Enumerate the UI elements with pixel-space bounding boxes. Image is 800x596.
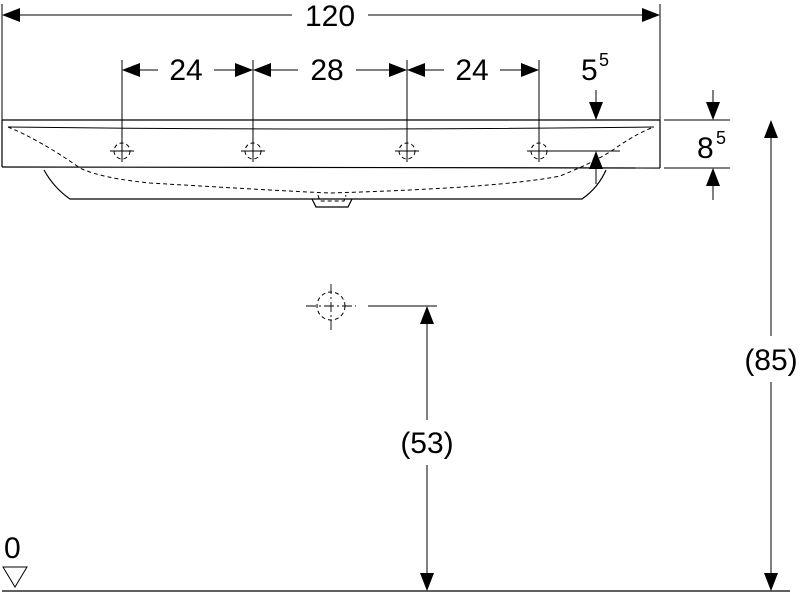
spacing-right-label: 24: [455, 54, 488, 87]
fixing-hole-icon: [110, 140, 134, 162]
rim-offset-label: 5: [581, 54, 598, 87]
rim-top-height-label: (85): [744, 344, 797, 377]
fixing-hole-icon: [395, 140, 419, 162]
overall-width-dimension: 120: [1, 0, 661, 120]
spacing-middle-label: 28: [310, 54, 343, 87]
rim-top-height-dimension: (85): [740, 120, 800, 591]
floor-level-label: 0: [4, 532, 21, 565]
rim-offset-superscript: 5: [599, 50, 609, 70]
fixing-hole-icon: [527, 140, 620, 162]
floor-level-triangle-icon: [2, 566, 28, 588]
drain-height-dimension: (53): [306, 284, 458, 591]
rim-offset-dimension: 5 5: [581, 50, 609, 184]
fixing-hole-icon: [241, 140, 265, 162]
hole-spacing-dimensions: 24 28 24: [121, 54, 540, 140]
rim-height-label: 8: [697, 132, 714, 165]
fixing-holes: [110, 140, 620, 162]
waste-outlet-centre-icon: [306, 284, 356, 330]
rim-height-dimension: 8 5: [664, 90, 730, 200]
overall-width-label: 120: [305, 0, 355, 33]
washbasin-outline: [1, 119, 661, 208]
rim-height-superscript: 5: [716, 128, 726, 148]
spacing-left-label: 24: [169, 54, 202, 87]
drain-height-label: (53): [400, 427, 453, 460]
floor-level: 0: [2, 532, 790, 592]
